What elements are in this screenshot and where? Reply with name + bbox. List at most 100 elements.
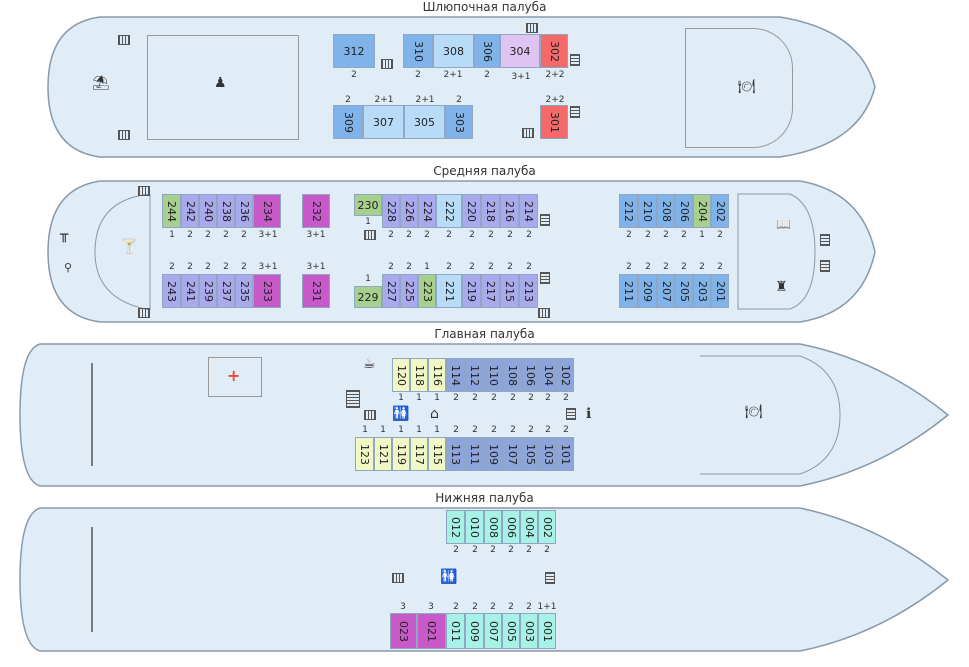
cabin-211[interactable]: 211 — [619, 274, 638, 308]
medical-cross-icon: + — [227, 366, 241, 385]
cabin-307[interactable]: 307 — [363, 105, 404, 139]
cabin-224[interactable]: 224 — [418, 194, 436, 228]
cabin-105[interactable]: 105 — [522, 437, 539, 471]
cabin-006[interactable]: 006 — [502, 510, 520, 544]
cabin-242[interactable]: 242 — [181, 194, 199, 228]
cabin-110[interactable]: 110 — [484, 358, 503, 392]
cabin-012[interactable]: 012 — [446, 510, 465, 544]
cabin-011[interactable]: 011 — [446, 613, 465, 649]
cabin-310[interactable]: 310 — [403, 34, 433, 68]
cabin-213[interactable]: 213 — [519, 274, 538, 308]
cabin-007[interactable]: 007 — [484, 613, 502, 649]
cabin-241[interactable]: 241 — [181, 274, 199, 308]
cabin-010[interactable]: 010 — [465, 510, 484, 544]
cabin-113[interactable]: 113 — [446, 437, 465, 471]
cabin-305[interactable]: 305 — [404, 105, 445, 139]
cabin-112[interactable]: 112 — [465, 358, 484, 392]
cabin-023[interactable]: 023 — [390, 613, 417, 649]
stairs-icon — [538, 308, 550, 318]
cabin-119[interactable]: 119 — [392, 437, 410, 471]
wc-icon: 🚻 — [440, 569, 458, 585]
cabin-206[interactable]: 206 — [675, 194, 693, 228]
cabin-004[interactable]: 004 — [520, 510, 538, 544]
cabin-207[interactable]: 207 — [657, 274, 675, 308]
cabin-121[interactable]: 121 — [374, 437, 392, 471]
cabin-230[interactable]: 230 — [354, 194, 382, 216]
cabin-208[interactable]: 208 — [657, 194, 675, 228]
cabin-302[interactable]: 302 — [540, 34, 568, 68]
cabin-209[interactable]: 209 — [638, 274, 657, 308]
cabin-123[interactable]: 123 — [355, 437, 374, 471]
cabin-303[interactable]: 303 — [445, 105, 473, 139]
cabin-243[interactable]: 243 — [162, 274, 181, 308]
cabin-222[interactable]: 222 — [436, 194, 462, 228]
cabin-233[interactable]: 233 — [253, 274, 281, 308]
cabin-118[interactable]: 118 — [410, 358, 428, 392]
cabin-239[interactable]: 239 — [199, 274, 217, 308]
cabin-236[interactable]: 236 — [235, 194, 253, 228]
cabin-214[interactable]: 214 — [519, 194, 538, 228]
cabin-227[interactable]: 227 — [382, 274, 400, 308]
cabin-301[interactable]: 301 — [540, 105, 568, 139]
cabin-111[interactable]: 111 — [465, 437, 484, 471]
cabin-114[interactable]: 114 — [446, 358, 465, 392]
cabin-232[interactable]: 232 — [302, 194, 330, 228]
cabin-120[interactable]: 120 — [392, 358, 410, 392]
cabin-235[interactable]: 235 — [235, 274, 253, 308]
cabin-309[interactable]: 309 — [333, 105, 363, 139]
cabin-217[interactable]: 217 — [481, 274, 500, 308]
cabin-238[interactable]: 238 — [217, 194, 235, 228]
cabin-003[interactable]: 003 — [520, 613, 538, 649]
cabin-223[interactable]: 223 — [418, 274, 436, 308]
cabin-228[interactable]: 228 — [382, 194, 400, 228]
cabin-219[interactable]: 219 — [462, 274, 481, 308]
cabin-116[interactable]: 116 — [428, 358, 446, 392]
cabin-201[interactable]: 201 — [711, 274, 729, 308]
cabin-101[interactable]: 101 — [557, 437, 574, 471]
cabin-021[interactable]: 021 — [417, 613, 446, 649]
cabin-234[interactable]: 234 — [253, 194, 281, 228]
cabin-212[interactable]: 212 — [619, 194, 638, 228]
cabin-226[interactable]: 226 — [400, 194, 418, 228]
cabin-107[interactable]: 107 — [503, 437, 522, 471]
cabin-308[interactable]: 308 — [433, 34, 474, 68]
cabin-210[interactable]: 210 — [638, 194, 657, 228]
stairs-icon — [566, 408, 576, 420]
cabin-237[interactable]: 237 — [217, 274, 235, 308]
smoking-icon: ⚲ — [64, 261, 73, 274]
cabin-102[interactable]: 102 — [557, 358, 574, 392]
cabin-312[interactable]: 312 — [333, 34, 375, 68]
cabin-106[interactable]: 106 — [522, 358, 539, 392]
cabin-001[interactable]: 001 — [538, 613, 556, 649]
cabin-202[interactable]: 202 — [711, 194, 729, 228]
cabin-215[interactable]: 215 — [500, 274, 519, 308]
cabin-103[interactable]: 103 — [539, 437, 557, 471]
cabin-117[interactable]: 117 — [410, 437, 428, 471]
cabin-240[interactable]: 240 — [199, 194, 217, 228]
cabin-204[interactable]: 204 — [693, 194, 711, 228]
sunbed-icon: ⛱ — [92, 75, 110, 91]
cabin-009[interactable]: 009 — [465, 613, 484, 649]
cabin-221[interactable]: 221 — [436, 274, 462, 308]
cabin-109[interactable]: 109 — [484, 437, 503, 471]
cabin-218[interactable]: 218 — [481, 194, 500, 228]
cabin-225[interactable]: 225 — [400, 274, 418, 308]
cabin-005[interactable]: 005 — [502, 613, 520, 649]
cabin-002[interactable]: 002 — [538, 510, 556, 544]
cabin-203[interactable]: 203 — [693, 274, 711, 308]
cabin-205[interactable]: 205 — [675, 274, 693, 308]
cabin-229[interactable]: 229 — [354, 286, 382, 308]
conference-hall — [147, 35, 299, 140]
cabin-104[interactable]: 104 — [539, 358, 557, 392]
cabin-220[interactable]: 220 — [462, 194, 481, 228]
cabin-216[interactable]: 216 — [500, 194, 519, 228]
cabin-304[interactable]: 304 — [500, 34, 540, 68]
cabin-108[interactable]: 108 — [503, 358, 522, 392]
library-icon: 📖 — [776, 217, 791, 231]
cabin-008[interactable]: 008 — [484, 510, 502, 544]
cabin-244[interactable]: 244 — [162, 194, 181, 228]
cabin-306[interactable]: 306 — [474, 34, 500, 68]
cabin-231[interactable]: 231 — [302, 274, 330, 308]
stairs-icon — [118, 130, 130, 140]
cabin-115[interactable]: 115 — [428, 437, 446, 471]
